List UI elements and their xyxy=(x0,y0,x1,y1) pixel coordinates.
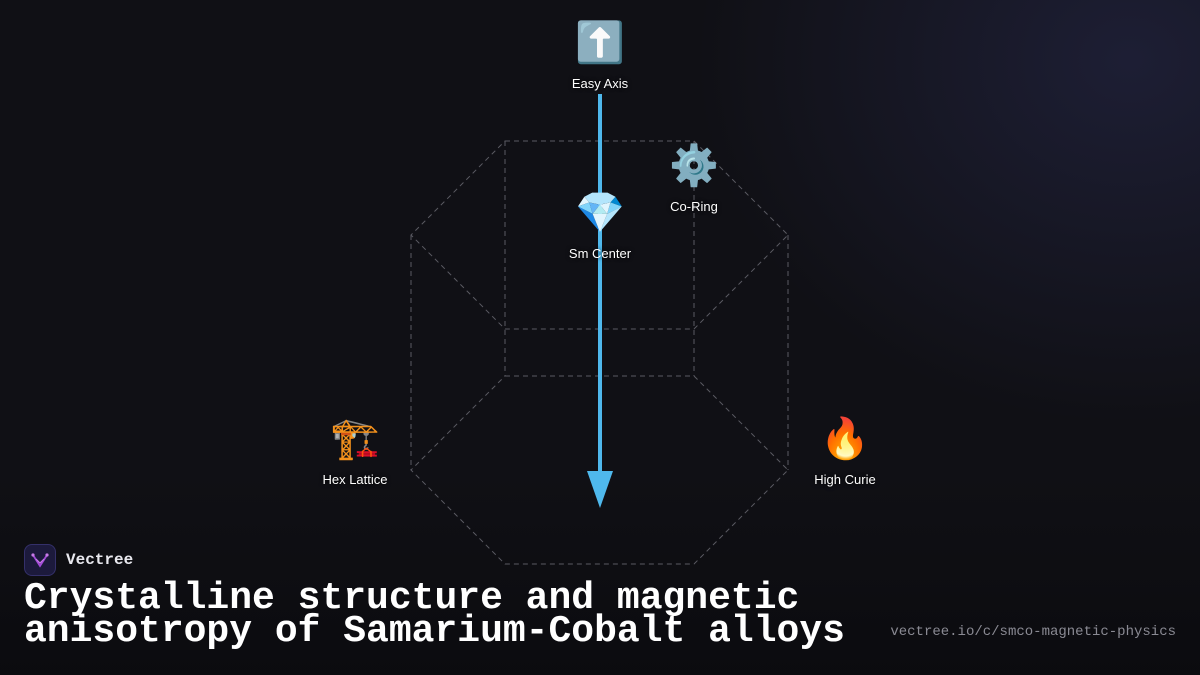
node-hex-lattice: 🏗️ Hex Lattice xyxy=(285,416,425,488)
page-title: Crystalline structure and magnetic aniso… xyxy=(24,577,845,653)
vectree-logo-icon xyxy=(24,544,56,576)
crane-icon: 🏗️ xyxy=(330,416,380,462)
gear-icon: ⚙️ xyxy=(669,143,719,189)
node-label: Co-Ring xyxy=(670,199,718,214)
arrow-head xyxy=(587,471,613,508)
brand-name: Vectree xyxy=(66,551,134,569)
gem-icon: 💎 xyxy=(575,190,625,236)
up-arrow-icon: ⬆️ xyxy=(575,20,625,66)
brand: Vectree xyxy=(24,544,133,576)
node-sm-center: 💎 Sm Center xyxy=(530,190,670,262)
fire-icon: 🔥 xyxy=(820,416,870,462)
node-high-curie: 🔥 High Curie xyxy=(775,416,915,488)
node-label: Sm Center xyxy=(568,246,632,261)
easy-axis-arrow xyxy=(587,94,613,508)
node-co-ring: ⚙️ Co-Ring xyxy=(624,143,764,215)
node-label: Hex Lattice xyxy=(322,472,388,487)
node-label: Easy Axis xyxy=(571,76,629,91)
node-easy-axis: ⬆️ Easy Axis xyxy=(530,20,670,92)
node-label: High Curie xyxy=(814,472,876,487)
hex-prism-wireframe xyxy=(410,140,789,565)
source-url: vectree.io/c/smco-magnetic-physics xyxy=(890,624,1176,640)
